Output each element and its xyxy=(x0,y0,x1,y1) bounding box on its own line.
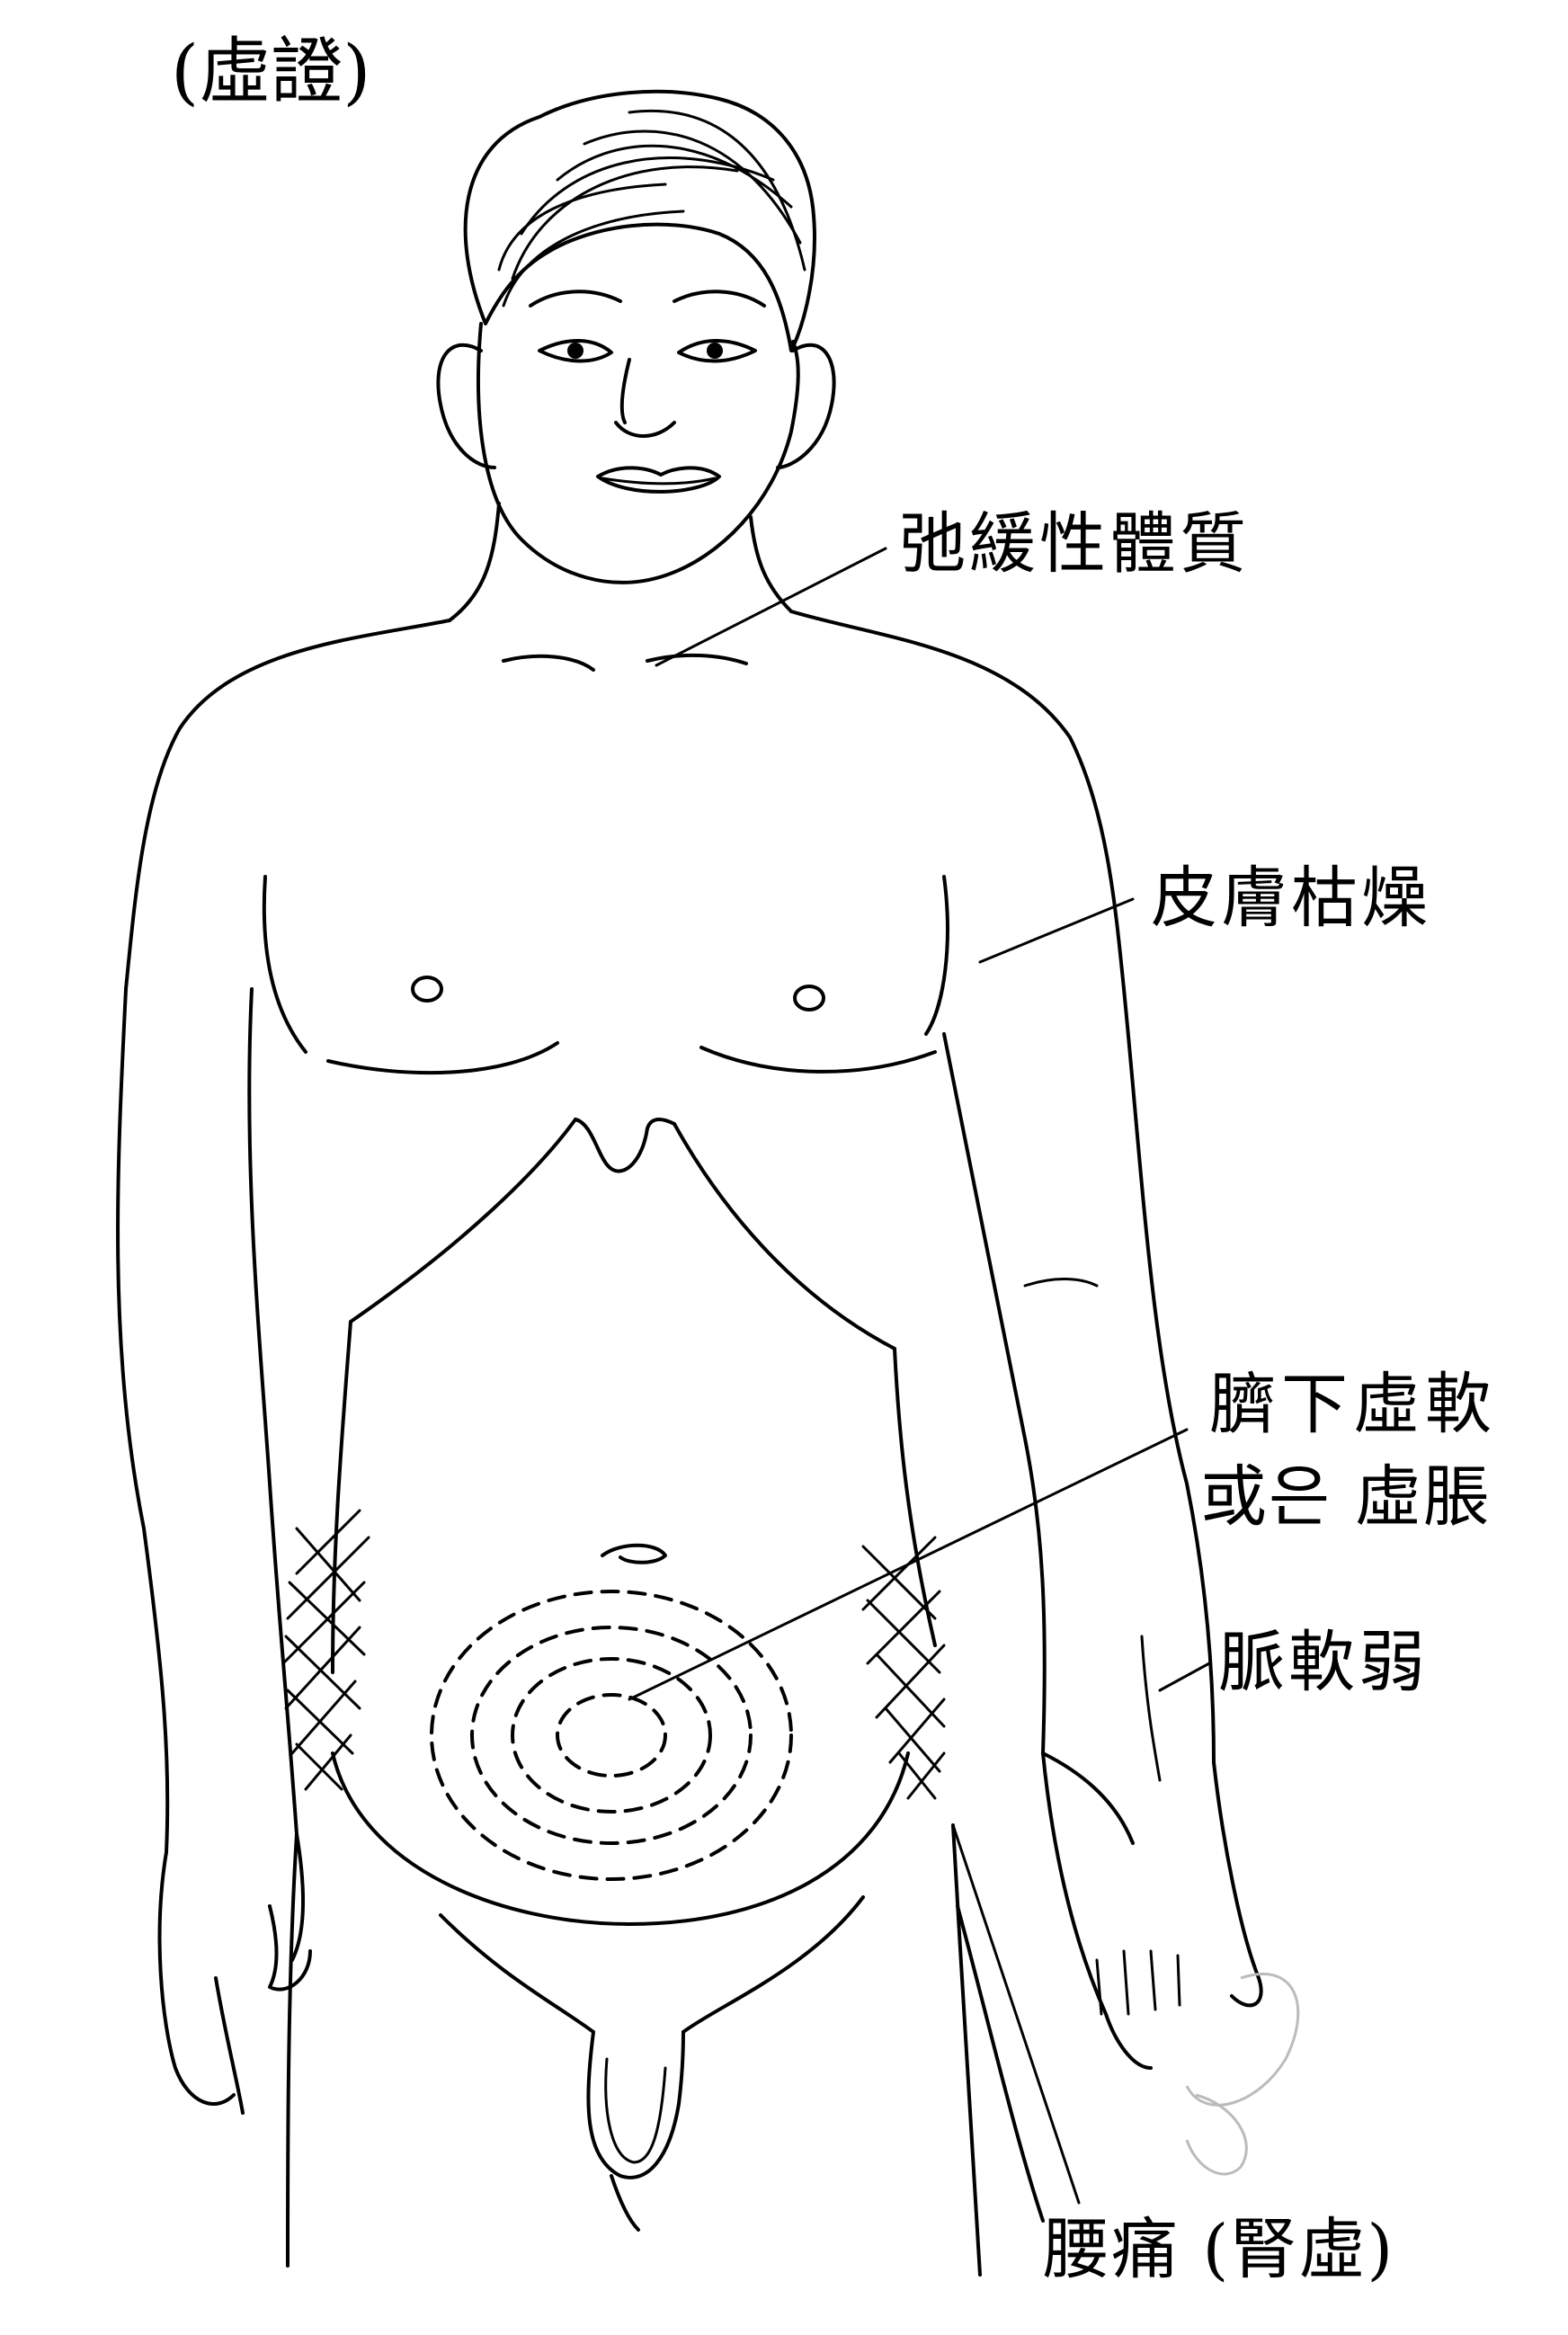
label-skin: 皮膚枯燥 xyxy=(1151,860,1431,937)
label-constitution: 弛緩性體質 xyxy=(899,505,1250,583)
head xyxy=(436,290,836,584)
leader-lines xyxy=(628,547,1211,2205)
label-abdomen-line1: 臍下虛軟 xyxy=(1209,1366,1497,1443)
arms xyxy=(116,987,1300,2176)
label-back-pain: 腰痛 (腎虛) xyxy=(1043,2211,1395,2288)
torso xyxy=(124,502,1126,2277)
diagram-title: (虛證) xyxy=(171,30,371,113)
hatched-flanks xyxy=(281,1509,946,1800)
label-pulse: 脈軟弱 xyxy=(1218,1624,1429,1701)
hair xyxy=(463,89,816,352)
label-abdomen-line2: 或은 虛脹 xyxy=(1200,1458,1492,1536)
abdomen-dotted-region xyxy=(430,1590,793,1881)
